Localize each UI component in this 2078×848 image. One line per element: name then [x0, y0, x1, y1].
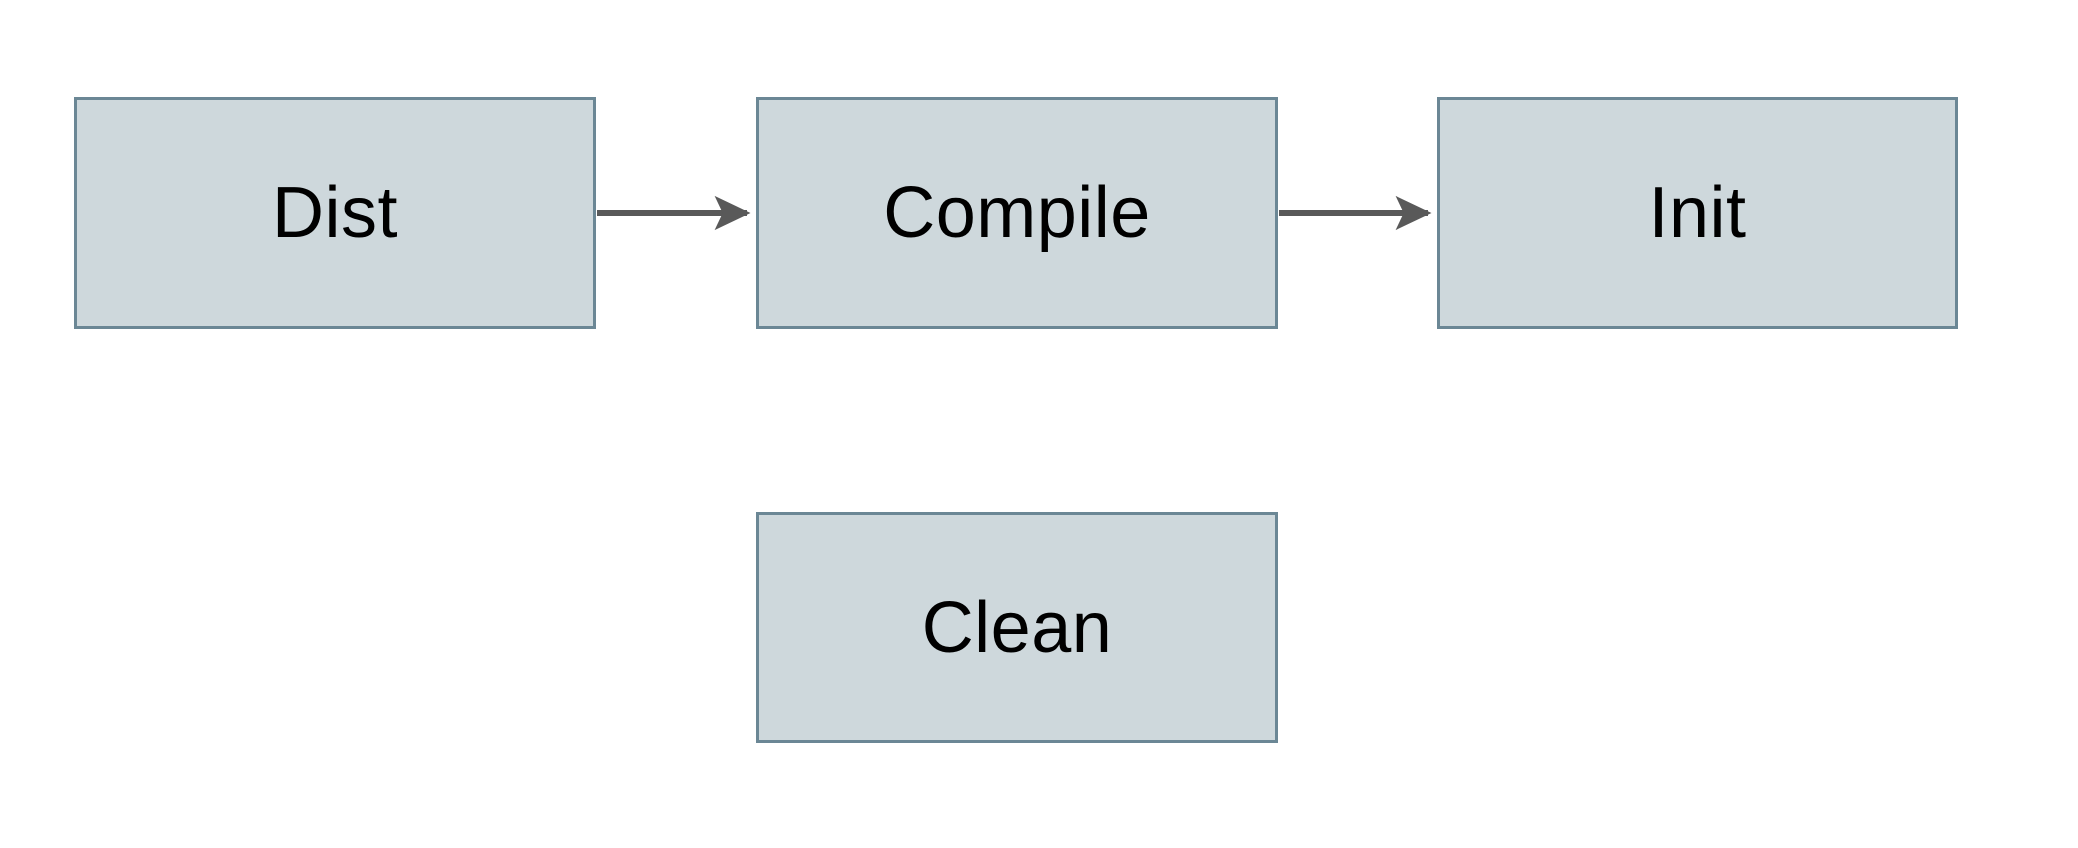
node-clean[interactable]: Clean — [756, 512, 1278, 743]
node-dist[interactable]: Dist — [74, 97, 596, 329]
node-init[interactable]: Init — [1437, 97, 1958, 329]
node-label-init: Init — [1648, 173, 1747, 253]
node-label-dist: Dist — [272, 173, 398, 253]
node-label-clean: Clean — [921, 587, 1113, 668]
node-compile[interactable]: Compile — [756, 97, 1278, 329]
node-label-compile: Compile — [883, 173, 1151, 253]
